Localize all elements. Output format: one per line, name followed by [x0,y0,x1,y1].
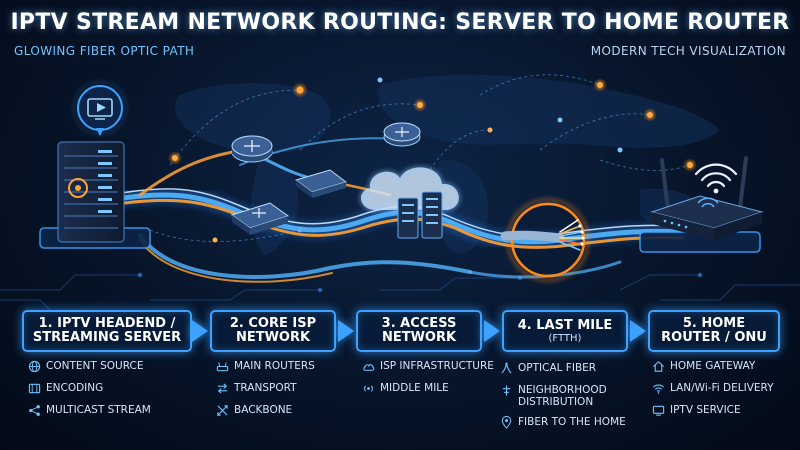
stage-5-item: HOME GATEWAY [652,360,755,373]
stage-2-item: MAIN ROUTERS [216,360,315,373]
flow-arrow-4 [630,320,646,342]
stage-5-item: LAN/Wi-Fi DELIVERY [652,382,774,395]
stage-5-box: 5. HOME ROUTER / ONU [648,310,780,352]
stage-2-item: TRANSPORT [216,382,297,395]
stage-1-item: ENCODING [28,382,103,395]
page-title: IPTV STREAM NETWORK ROUTING: SERVER TO H… [10,10,790,35]
last-mile-fiber-illustration [500,198,590,282]
stage-4-item: FIBER TO THE HOME [500,416,626,429]
stage-4-title-line2: (FTTH) [548,332,582,344]
stage-4-item: NEIGHBORHOOD DISTRIBUTION [500,384,628,408]
stage-3-title-line1: 3. ACCESS [381,316,457,331]
stage-3-title-line2: NETWORK [381,330,457,345]
home-icon [652,360,665,373]
share-icon [28,404,41,417]
stage-4-item: OPTICAL FIBER [500,362,596,375]
flow-arrow-2 [338,320,354,342]
location-pin-icon [500,416,513,429]
wifi-icon [652,382,665,395]
stage-3-item: MIDDLE MILE [362,382,449,395]
subtitle-left: GLOWING FIBER OPTIC PATH [14,44,195,58]
stage-2-box: 2. CORE ISP NETWORK [210,310,336,352]
globe-icon [28,360,41,373]
stage-3-item: ISP INFRASTRUCTURE [362,360,494,373]
stage-1-title-line1: 1. IPTV HEADEND / [38,316,176,331]
stage-5-title-line1: 5. HOME [682,316,746,331]
subtitle-right: MODERN TECH VISUALIZATION [590,44,786,58]
world-map-background [175,74,720,255]
fiber-icon [500,362,513,375]
core-router-illustration [231,122,421,163]
streaming-server-illustration [39,81,151,249]
stage-1-item: MULTICAST STREAM [28,404,151,417]
distribution-icon [500,384,513,397]
broadcast-icon [362,382,375,395]
film-icon [28,382,41,395]
stage-2-title-line2: NETWORK [235,330,311,345]
monitor-icon [652,404,665,417]
stage-1-title-line2: STREAMING SERVER [32,330,182,345]
cloud-icon [362,360,375,373]
swap-arrows-icon [216,382,229,395]
access-network-cloud-illustration [360,166,460,239]
stage-4-title-line1: 4. LAST MILE [517,317,613,333]
router-icon [216,360,229,373]
home-router-illustration [639,156,764,253]
network-mesh [149,74,691,242]
stage-2-item: BACKBONE [216,404,292,417]
stage-1-box: 1. IPTV HEADEND / STREAMING SERVER [22,310,192,352]
stage-2-title-line1: 2. CORE ISP [229,316,317,331]
stage-3-box: 3. ACCESS NETWORK [356,310,482,352]
crossed-arrows-icon [216,404,229,417]
stage-1-item: CONTENT SOURCE [28,360,143,373]
stage-4-box: 4. LAST MILE (FTTH) [502,310,628,352]
transport-switch-illustration [230,169,348,235]
glowing-nodes [168,77,697,243]
flow-arrow-3 [484,320,500,342]
flow-arrow-1 [192,320,208,342]
stage-5-title-line2: ROUTER / ONU [661,330,767,345]
stage-5-item: IPTV SERVICE [652,404,741,417]
